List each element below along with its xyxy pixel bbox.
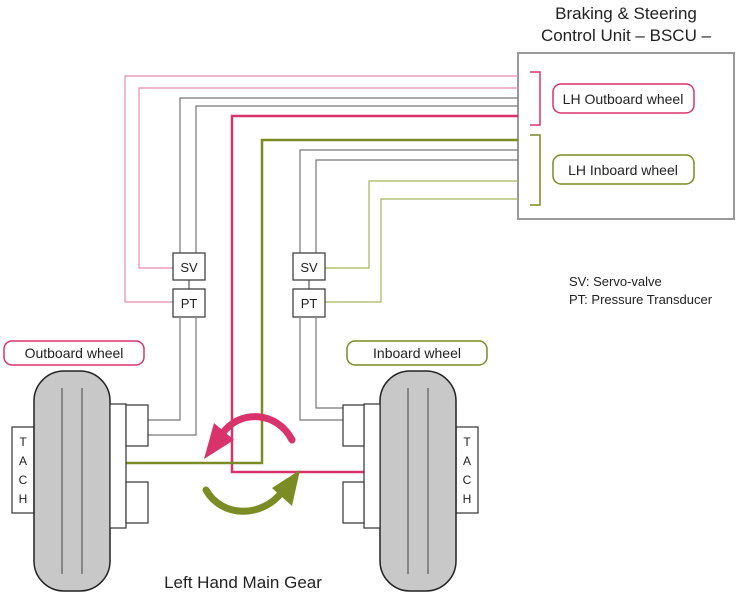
inboard-pt-label: PT: [301, 296, 318, 311]
outboard-tach-letter: A: [19, 454, 27, 468]
inboard-brake-lower: [342, 481, 365, 524]
outboard-pt-wire: [124, 75, 518, 303]
outboard-brake-wire-1: [148, 318, 181, 421]
inboard-gray-wire-1: [299, 149, 518, 253]
inboard-wheel-label: Inboard wheel: [373, 345, 461, 361]
inboard-gray-wire-2: [315, 159, 518, 253]
lh-outboard-label: LH Outboard wheel: [563, 91, 684, 107]
legend-pt: PT: Pressure Transducer: [569, 292, 713, 307]
outboard-wheel-label: Outboard wheel: [25, 345, 124, 361]
inboard-hub: [363, 403, 381, 529]
outboard-hub: [109, 403, 127, 529]
outboard-gray-wire-1: [179, 97, 518, 253]
outboard-pt-label: PT: [181, 296, 198, 311]
pink-rotation-arrow-icon: [204, 413, 296, 459]
inboard-sv-label: SV: [300, 260, 318, 275]
bscu-title-line1: Braking & Steering: [555, 4, 697, 23]
inboard-main-olive-line: [126, 138, 518, 465]
inboard-tach-letter: T: [463, 435, 471, 449]
outboard-tach-letters: T A C H: [19, 435, 28, 506]
outboard-wheel-label-box: [3, 340, 145, 366]
inboard-wheel-label-box: [346, 340, 488, 366]
outboard-tire: [33, 370, 111, 592]
inboard-sv-box: [292, 252, 326, 281]
outboard-tach-letter: H: [19, 492, 28, 506]
outboard-gray-wire-2: [195, 105, 518, 253]
outboard-sv-label: SV: [180, 260, 198, 275]
inboard-tach-letters: T A C H: [463, 435, 472, 506]
outboard-brake-wire-2: [148, 318, 197, 436]
outboard-tach-letter: C: [19, 473, 28, 487]
outboard-brake-lower: [125, 481, 149, 524]
inboard-tach-letter: C: [463, 473, 472, 487]
inboard-pt-box: [292, 288, 326, 318]
outboard-sv-box: [172, 252, 206, 281]
lh-inboard-label: LH Inboard wheel: [568, 162, 678, 178]
legend-sv: SV: Servo-valve: [569, 274, 662, 289]
inboard-sv-wire: [325, 180, 518, 269]
inboard-tach-letter: A: [463, 454, 471, 468]
inboard-tach-letter: H: [463, 492, 472, 506]
bscu-title-line2: Control Unit – BSCU –: [541, 26, 712, 45]
inboard-pt-wire: [325, 198, 518, 303]
outboard-tach-letter: T: [19, 435, 27, 449]
diagram-caption: Left Hand Main Gear: [164, 573, 322, 592]
outboard-bracket: [530, 71, 541, 126]
inboard-brake-upper: [342, 404, 365, 447]
inboard-bracket: [530, 134, 541, 206]
inboard-tire: [379, 370, 457, 592]
inboard-brake-wire-2: [315, 318, 343, 409]
outboard-sv-wire: [138, 87, 518, 269]
outboard-brake-upper: [125, 404, 149, 447]
lh-outboard-box: [552, 83, 695, 114]
inboard-brake-wire-1: [299, 318, 343, 421]
bscu-box: [517, 52, 735, 220]
olive-rotation-arrow-icon: [202, 470, 300, 515]
lh-inboard-box: [552, 154, 695, 185]
